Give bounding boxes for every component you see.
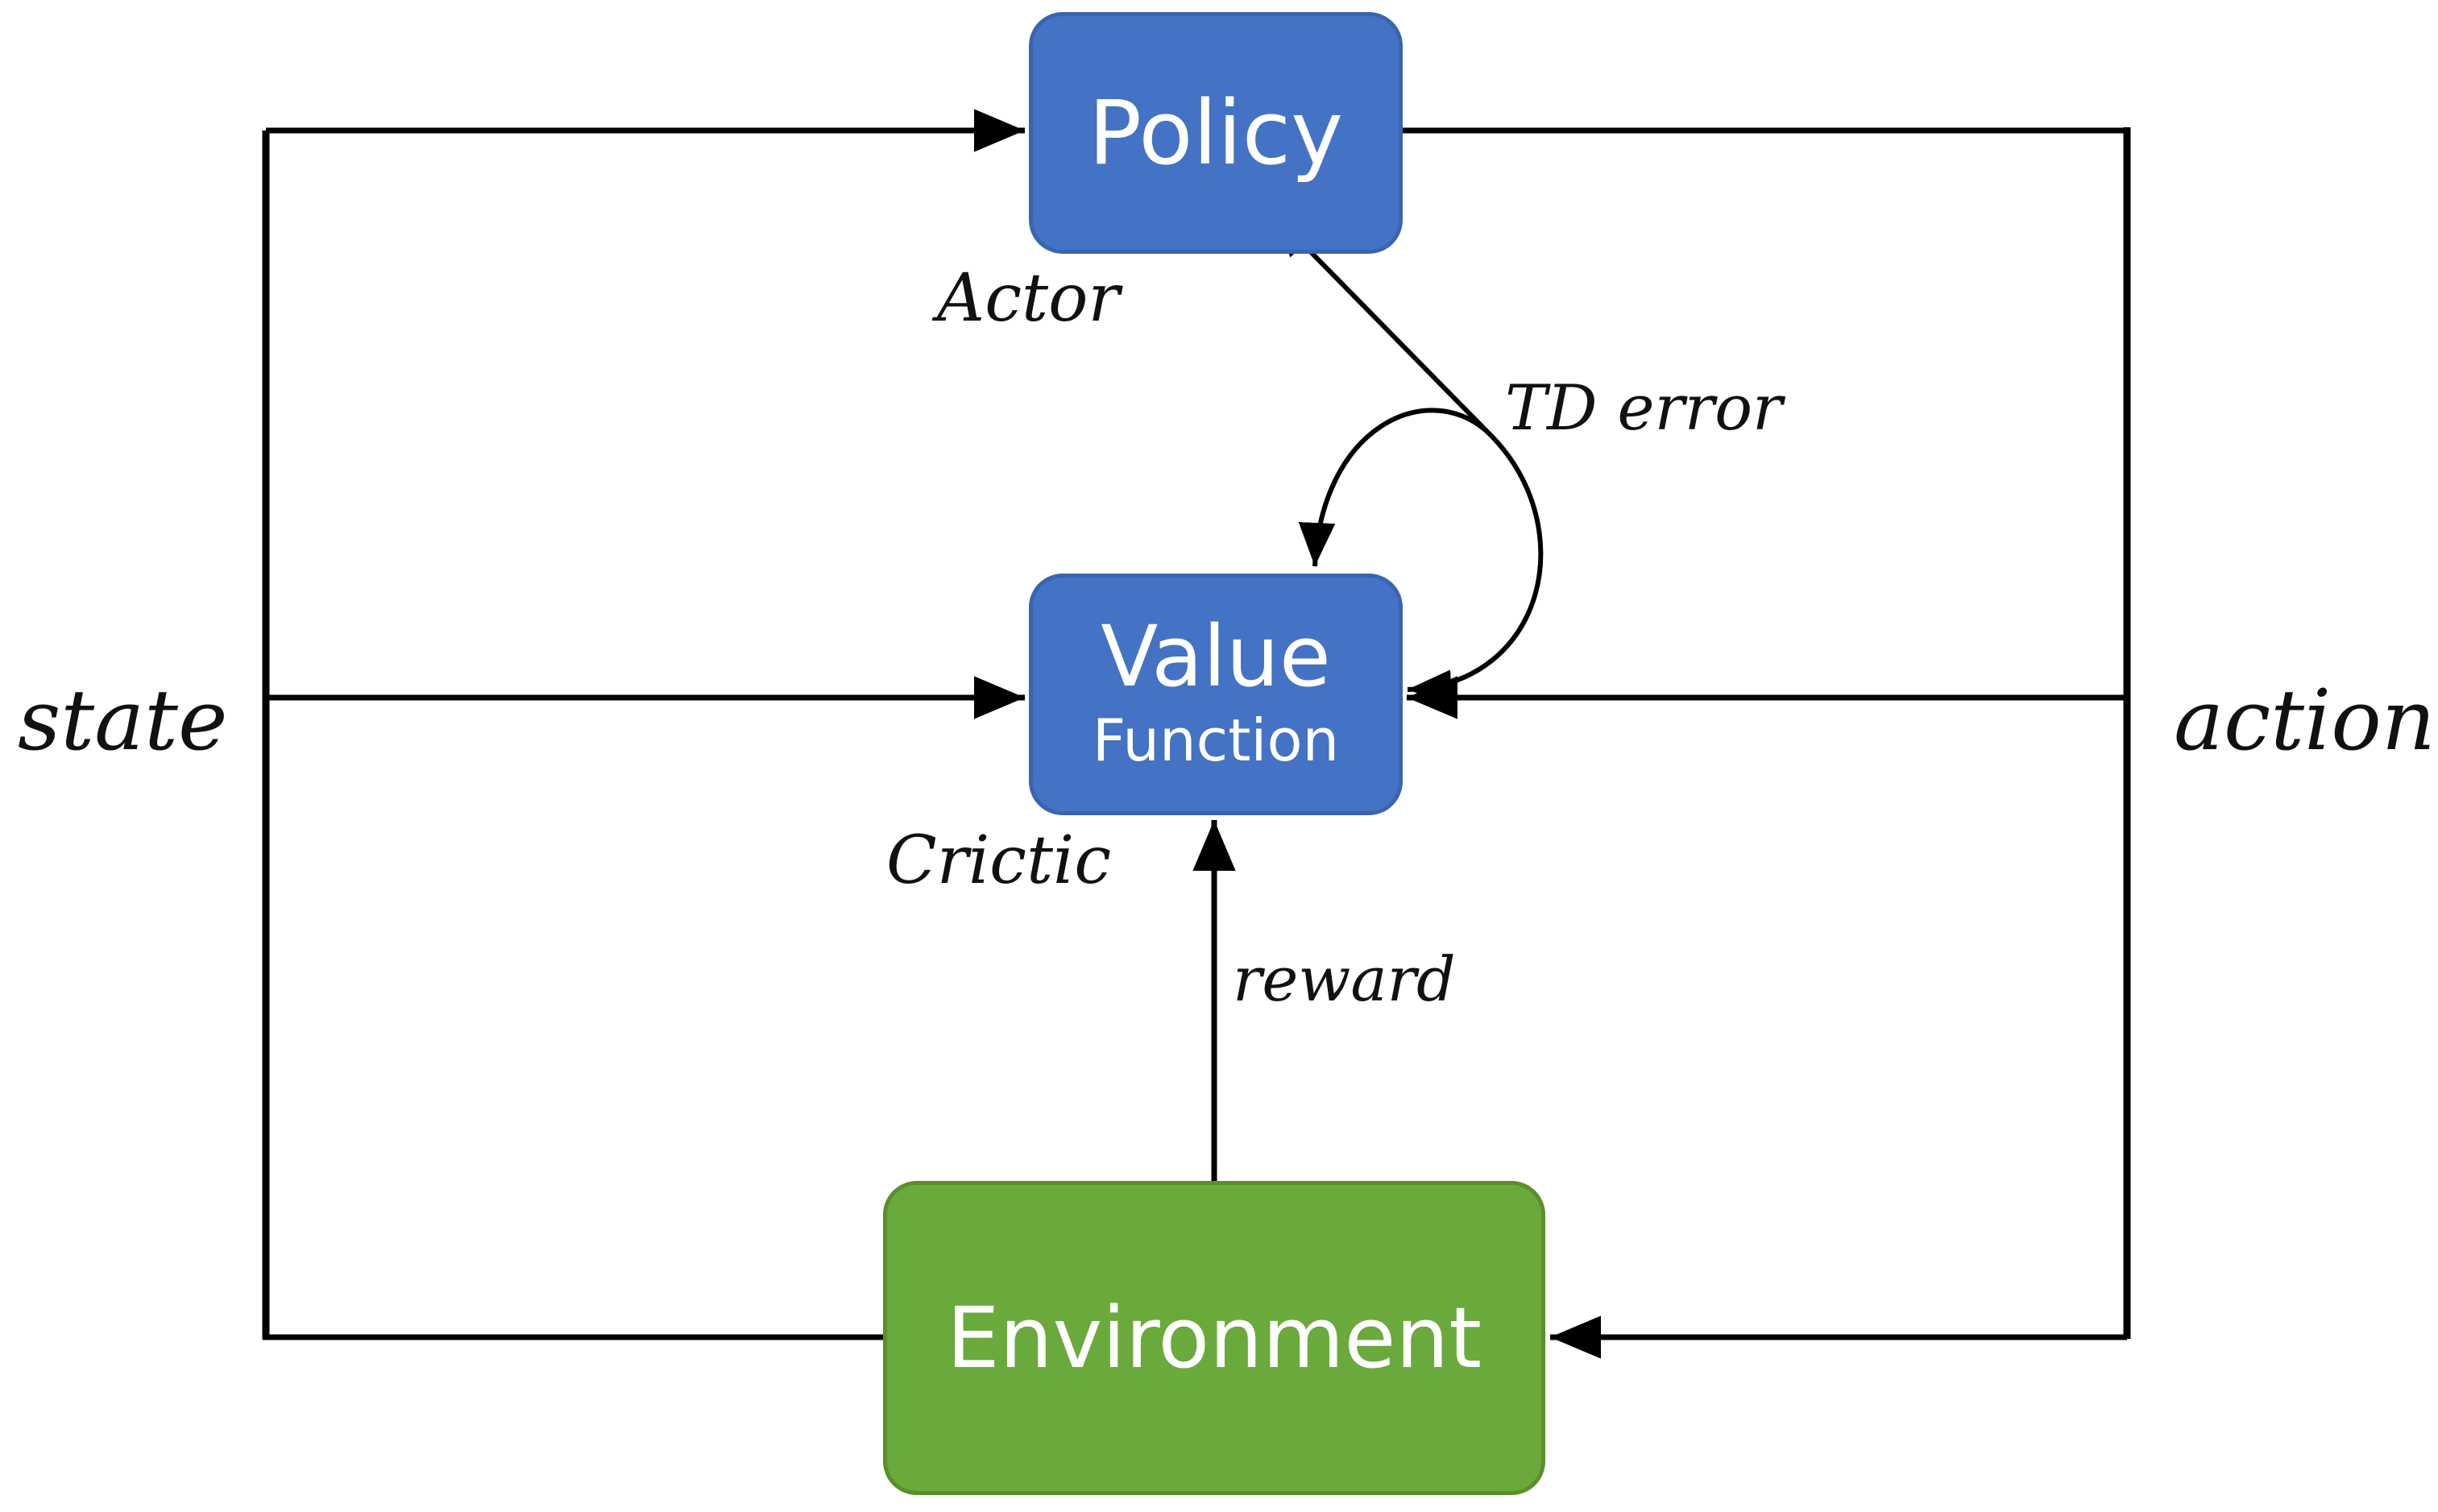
policy-box: Policy <box>1029 12 1403 254</box>
td-error-return-arrow <box>1407 429 1544 706</box>
state-label: state <box>18 671 228 769</box>
function-label: Function <box>1092 706 1340 775</box>
value-function-box: Value Function <box>1029 574 1403 815</box>
td-error-loop-arrow <box>1298 408 1488 567</box>
environment-label: Environment <box>946 1289 1482 1387</box>
action-label: action <box>2174 671 2436 769</box>
reward-label: reward <box>1233 943 1456 1015</box>
environment-box: Environment <box>883 1181 1545 1495</box>
policy-label: Policy <box>1088 81 1344 184</box>
critic-label: Crictic <box>886 822 1112 899</box>
td-error-label: TD error <box>1505 372 1783 445</box>
actor-label: Actor <box>937 260 1120 337</box>
value-label: Value <box>1101 607 1331 706</box>
